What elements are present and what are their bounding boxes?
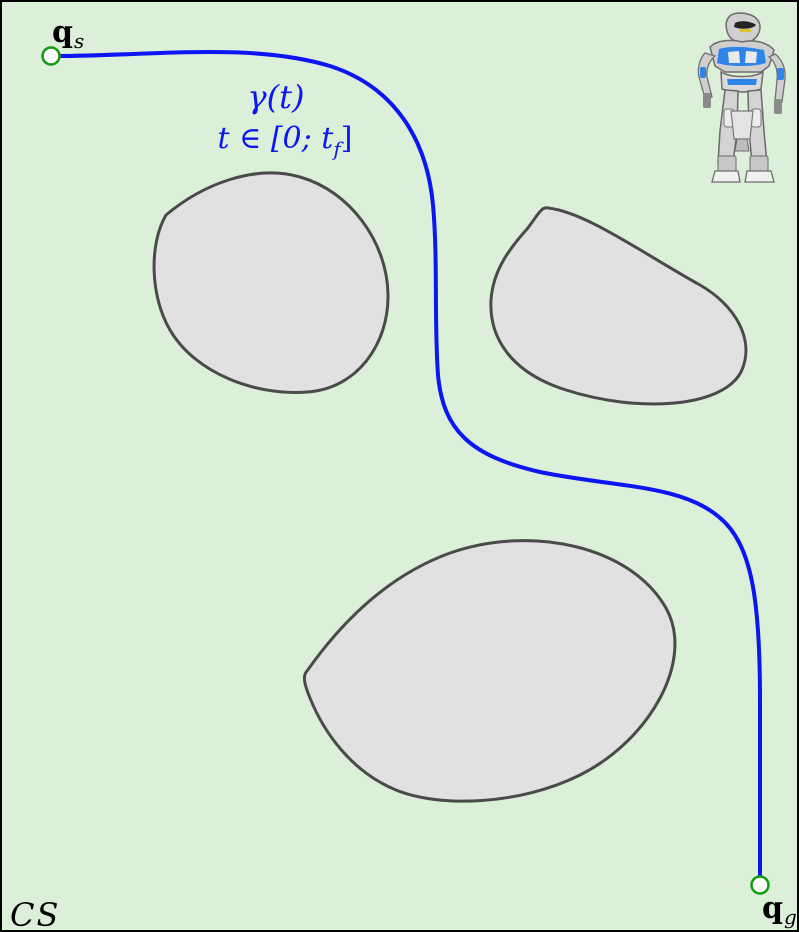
path-label-line-1: γ(t) — [248, 78, 305, 116]
start-label-sub: s — [74, 29, 84, 53]
configuration-space-label: CS — [10, 896, 58, 932]
configuration-space-label-s: S — [36, 896, 58, 932]
path-label-line-2-suffix: ] — [341, 121, 353, 156]
start-point-marker — [43, 48, 60, 65]
path-label-line-2: t ∈ [0; tf] — [218, 121, 353, 161]
path-label-line-2-prefix: t ∈ [0; t — [218, 121, 335, 156]
goal-label-sub: g — [784, 905, 797, 929]
goal-label-main: q — [762, 891, 783, 926]
configuration-space-label-c: C — [10, 896, 34, 932]
start-label-main: q — [52, 15, 73, 50]
